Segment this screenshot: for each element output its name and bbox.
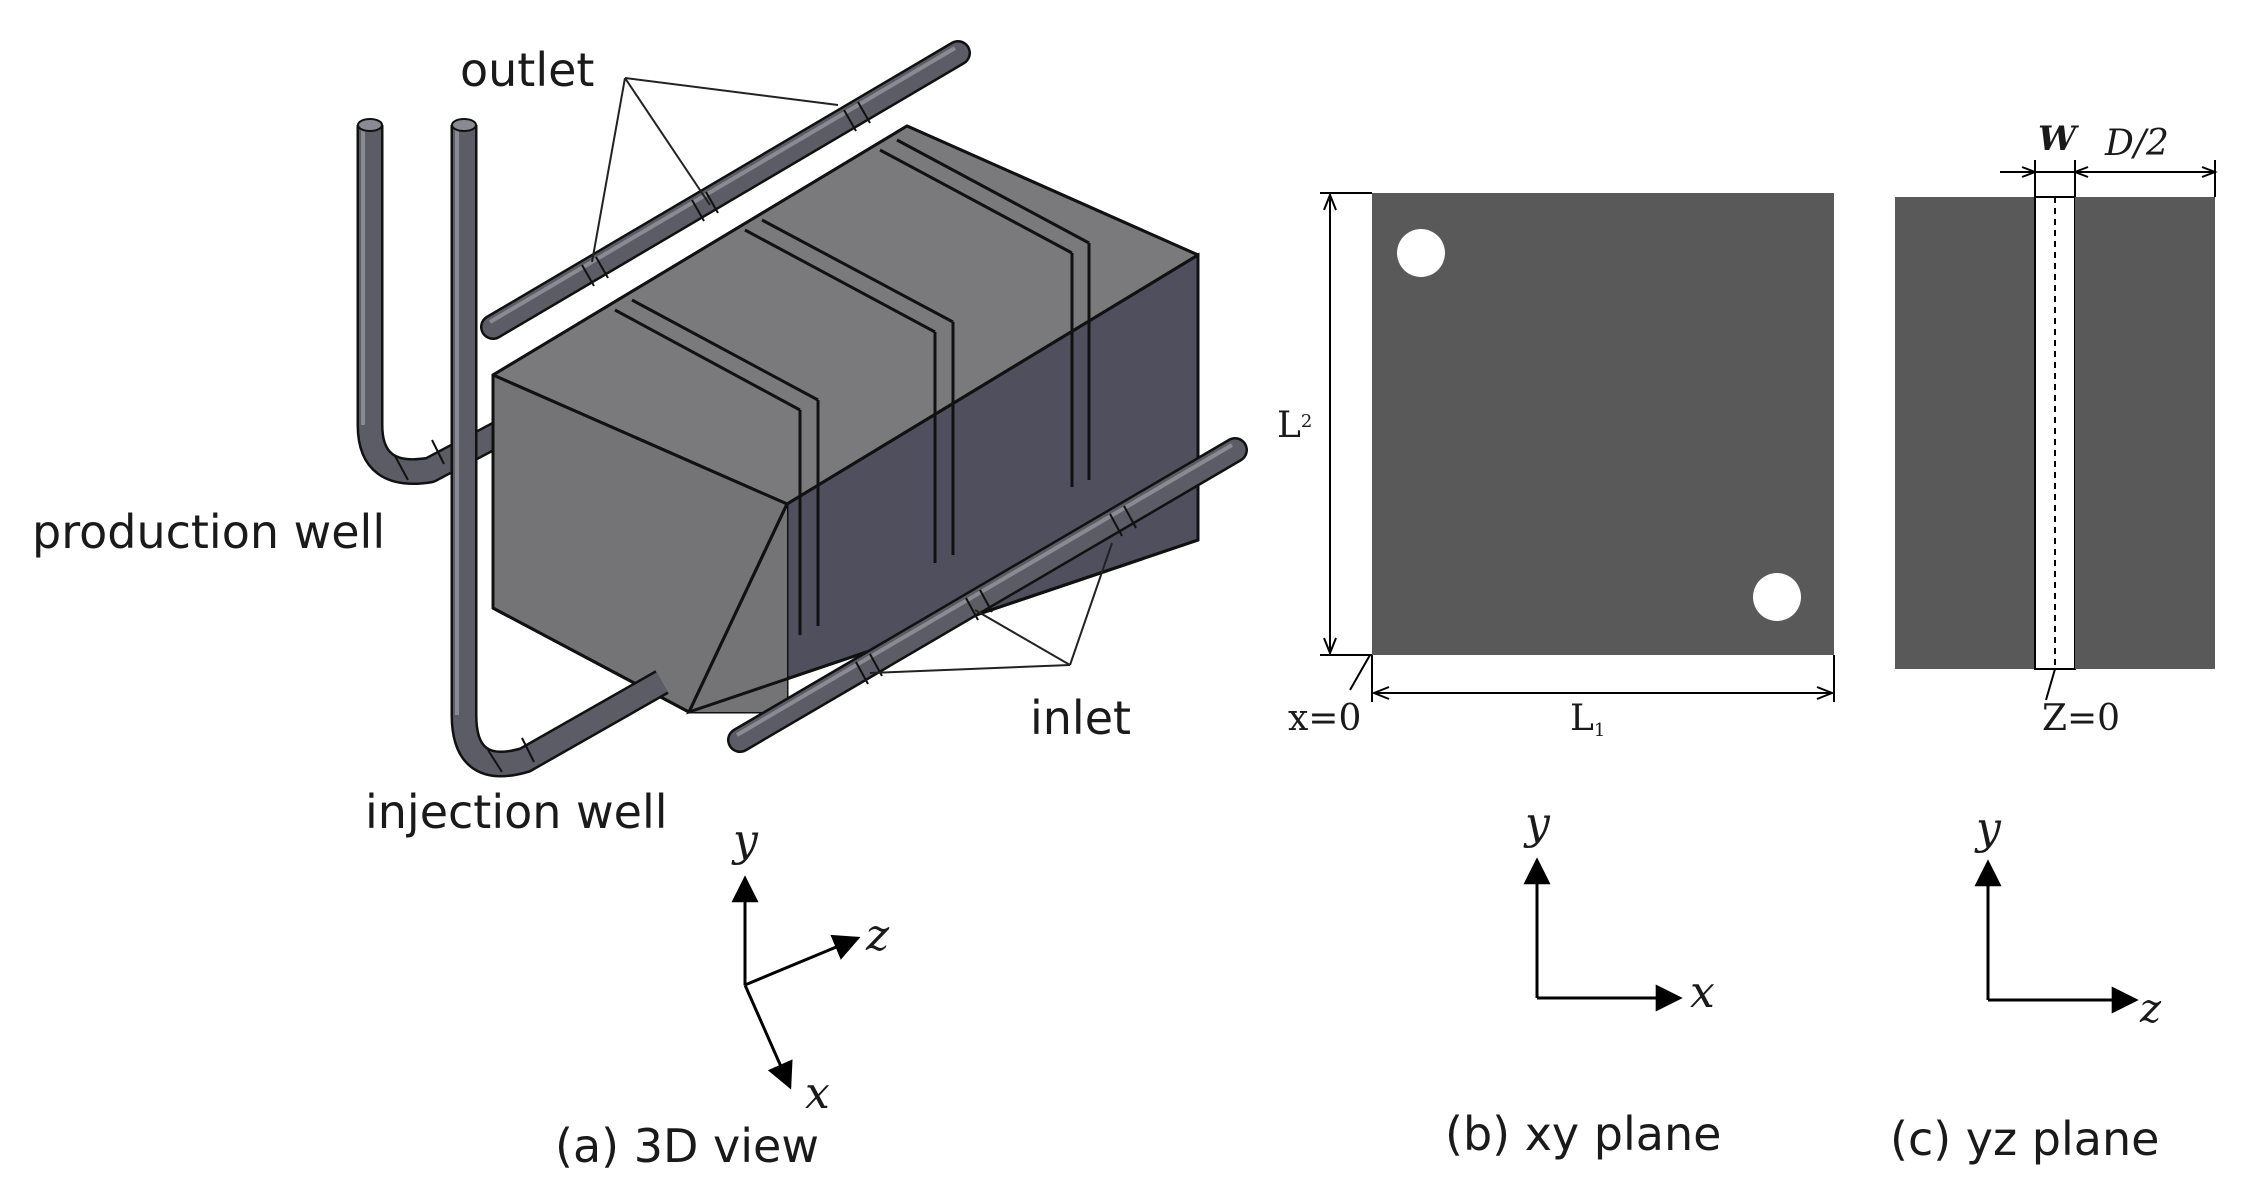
caption-xy-plane: (b) xy plane [1445, 1107, 1721, 1161]
outlet-pipe [480, 40, 971, 340]
injection-well-pipe [450, 118, 669, 778]
axis-xy-y-label: y [1523, 798, 1551, 849]
caption-3d-view: (a) 3D view [555, 1119, 819, 1173]
z0-label: Z=0 [2042, 698, 2120, 739]
panel-xy-plane: L2 L1 x=0 y x (b) xy plane [1277, 192, 1835, 1161]
axes-xy [1523, 857, 1683, 1012]
axis-yz-y-label: y [1974, 803, 2002, 854]
production-well-hole [1397, 229, 1445, 277]
l2-label: L2 [1277, 405, 1312, 446]
x0-label: x=0 [1288, 698, 1361, 739]
production-well-pipe [356, 118, 522, 485]
production-well-label: production well [32, 505, 385, 559]
inlet-pipe [727, 437, 1248, 753]
l1-label: L1 [1570, 698, 1605, 741]
injection-well-hole [1753, 573, 1801, 621]
yz-left-block [1895, 197, 2035, 669]
axis-3d-y-label: y [731, 815, 759, 866]
injection-well-label: injection well [365, 785, 668, 839]
d2-label: D/2 [2104, 123, 2169, 164]
axis-xy-x-label: x [1690, 967, 1715, 1018]
inlet-callout [869, 542, 1113, 674]
w-label: W [2038, 119, 2079, 159]
panel-3d-view: outlet inlet production well injection w… [32, 40, 1248, 1173]
axes-3d [731, 875, 861, 1090]
panel-yz-plane: W D/2 Z=0 y z (c) yz plane [1890, 119, 2218, 1166]
yz-right-block [2075, 197, 2215, 669]
axis-yz-z-label: z [2139, 986, 2162, 1032]
axis-3d-x-label: x [805, 1068, 830, 1119]
l1-dimension [1349, 654, 1835, 702]
inlet-label: inlet [1030, 691, 1131, 745]
outlet-label: outlet [460, 43, 594, 97]
xy-plane-rect [1372, 193, 1834, 655]
axis-3d-z-label: z [865, 910, 890, 961]
caption-yz-plane: (c) yz plane [1890, 1112, 2159, 1166]
outlet-callout [591, 77, 839, 263]
w-d2-dimension [2000, 160, 2218, 197]
reservoir-block [491, 124, 1200, 715]
l2-dimension [1320, 192, 1372, 656]
axes-yz [1974, 859, 2139, 1014]
z0-leader [2045, 668, 2056, 701]
